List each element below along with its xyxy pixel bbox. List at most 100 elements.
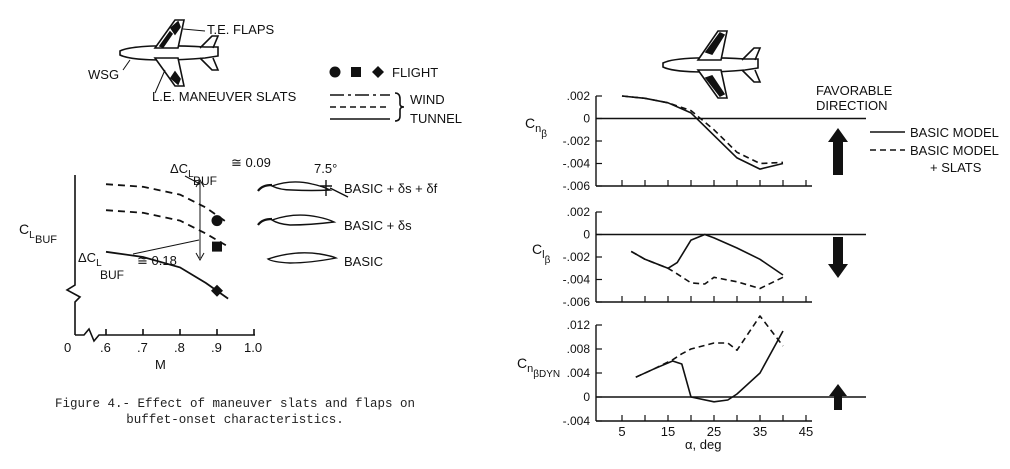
left-x-axis [75, 327, 255, 343]
left-curve-0 [105, 183, 229, 224]
config-label-middle: BASIC + δs [344, 218, 412, 233]
legend-brace [394, 92, 405, 122]
legend-slats-label-2: + SLATS [930, 160, 982, 175]
panel-y-label: CnβDYN [517, 355, 560, 380]
left-x-tick-2: .7 [137, 340, 148, 355]
left-x-tick-4: .9 [211, 340, 222, 355]
arrow-down-middle [828, 237, 848, 278]
airplane-fuselage-right [662, 57, 759, 73]
panel-y-tick-label: -.004 [563, 273, 591, 287]
delta-cl-top-annotation: ΔCL BUF ≅ 0.09 [170, 155, 271, 188]
right-legend [870, 131, 905, 151]
figure-caption: Figure 4.- Effect of maneuver slats and … [30, 396, 440, 428]
airfoil-basic [266, 252, 339, 264]
panel-2-series-1 [630, 250, 784, 290]
wsg-label: WSG [88, 67, 119, 82]
delta-cl-top-value: ≅ 0.09 [231, 155, 271, 170]
panel-y-tick-label: 0 [583, 112, 590, 126]
right-x-tick-25: 25 [707, 424, 721, 439]
right-charts: .002 0 -.002 -.004 -.006 Cnβ.002 0 -.002 -.004 -.… [517, 89, 866, 428]
panel-1-series-1 [621, 95, 784, 165]
favorable-direction-arrows [828, 128, 848, 410]
flight-point-square [212, 241, 222, 252]
panel-y-tick-label: -.004 [563, 414, 591, 428]
flight-circle-symbol [329, 66, 341, 78]
tunnel-label: TUNNEL [410, 111, 462, 126]
caption-line-1: Figure 4.- Effect of maneuver slats and … [54, 397, 416, 411]
left-x-tick-5: 1.0 [244, 340, 262, 355]
left-chart-flight-points [211, 215, 223, 297]
panel-2-series-0 [630, 233, 784, 276]
panel-y-label: Clβ [532, 241, 551, 266]
panel-y-tick-label: .004 [567, 366, 591, 380]
flap-angle-mark [320, 180, 332, 196]
panel-y-tick-label: .012 [567, 318, 591, 332]
airplane-top-view-left [119, 19, 220, 87]
panel-y-tick-label: .008 [567, 342, 591, 356]
delta-cl-top-prefix: ΔCL [170, 161, 194, 180]
right-x-tick-15: 15 [661, 424, 675, 439]
panel-y-tick-label: .002 [567, 89, 591, 103]
panel-y-tick-label: -.004 [563, 157, 591, 171]
left-x-tick-1: .6 [100, 340, 111, 355]
airplane-leader-lines [122, 28, 206, 94]
flight-point-circle [211, 215, 223, 227]
airfoil-basic-slats-flaps [257, 181, 349, 198]
airplane-tail-left [199, 35, 220, 71]
flight-legend-label: FLIGHT [392, 65, 438, 80]
left-y-axis [65, 175, 82, 335]
delta-dimension-arrows [132, 175, 205, 262]
airplane-tail-right [741, 47, 762, 83]
le-slats-label: L.E. MANEUVER SLATS [152, 89, 297, 104]
delta-cl-bottom-subsub: BUF [100, 268, 124, 282]
left-x-axis-label: M [155, 357, 166, 372]
panel-y-tick-label: -.002 [563, 250, 591, 264]
te-flap-bottom-shading [169, 70, 181, 86]
left-y-label-subsub: BUF [35, 234, 57, 246]
right-x-tick-35: 35 [753, 424, 767, 439]
config-label-bottom: BASIC [344, 254, 383, 269]
te-flap-top-shading [169, 20, 181, 36]
flight-square-symbol [351, 67, 361, 77]
left-curve-1 [105, 209, 229, 248]
favorable-label-1: FAVORABLE [816, 83, 893, 98]
left-chart-curves [105, 183, 229, 300]
delta-cl-top-subsub: BUF [193, 174, 217, 188]
airplane-top-view-right [662, 30, 762, 99]
right-x-tick-labels: 5 15 25 35 45 [618, 424, 813, 439]
right-slat-bottom-shading [704, 75, 726, 98]
panel-y-tick-label: 0 [583, 228, 590, 242]
caption-line-2: buffet-onset characteristics. [126, 413, 344, 427]
panel-y-label: Cnβ [525, 115, 547, 140]
panel-y-tick-label: 0 [583, 390, 590, 404]
flight-legend: FLIGHT [329, 65, 438, 80]
panel-1-series-0 [621, 95, 784, 170]
right-x-axis-label: α, deg [685, 437, 721, 452]
flight-diamond-symbol [372, 66, 384, 78]
panel-y-tick-label: -.002 [563, 134, 591, 148]
panel-3-series-1 [635, 315, 784, 378]
wind-label: WIND [410, 92, 445, 107]
airplane-fuselage-left [119, 45, 219, 61]
le-slat-shading [158, 30, 174, 48]
legend-slats-label-1: BASIC MODEL [910, 143, 999, 158]
left-y-axis-label: CL BUF [19, 221, 57, 246]
wind-tunnel-legend [330, 92, 405, 122]
right-panel-3: .012 .008 .004 0 -.004 CnβDYN [517, 315, 866, 428]
left-curve-2 [105, 250, 229, 300]
legend-basic-label: BASIC MODEL [910, 125, 999, 140]
airfoil-sketches [257, 180, 349, 264]
left-x-tick-0: 0 [64, 340, 71, 355]
left-x-tick-3: .8 [174, 340, 185, 355]
left-x-ticks [105, 329, 255, 335]
right-slat-top-shading [704, 31, 726, 55]
right-x-tick-5: 5 [618, 424, 625, 439]
panel-y-tick-label: -.006 [563, 179, 591, 193]
airfoil-basic-slats [257, 214, 337, 226]
flight-point-diamond [211, 284, 223, 297]
arrow-up-top [828, 128, 848, 175]
right-panel-1: .002 0 -.002 -.004 -.006 Cnβ [525, 89, 866, 193]
delta-cl-bottom-prefix: ΔCL [78, 250, 102, 269]
